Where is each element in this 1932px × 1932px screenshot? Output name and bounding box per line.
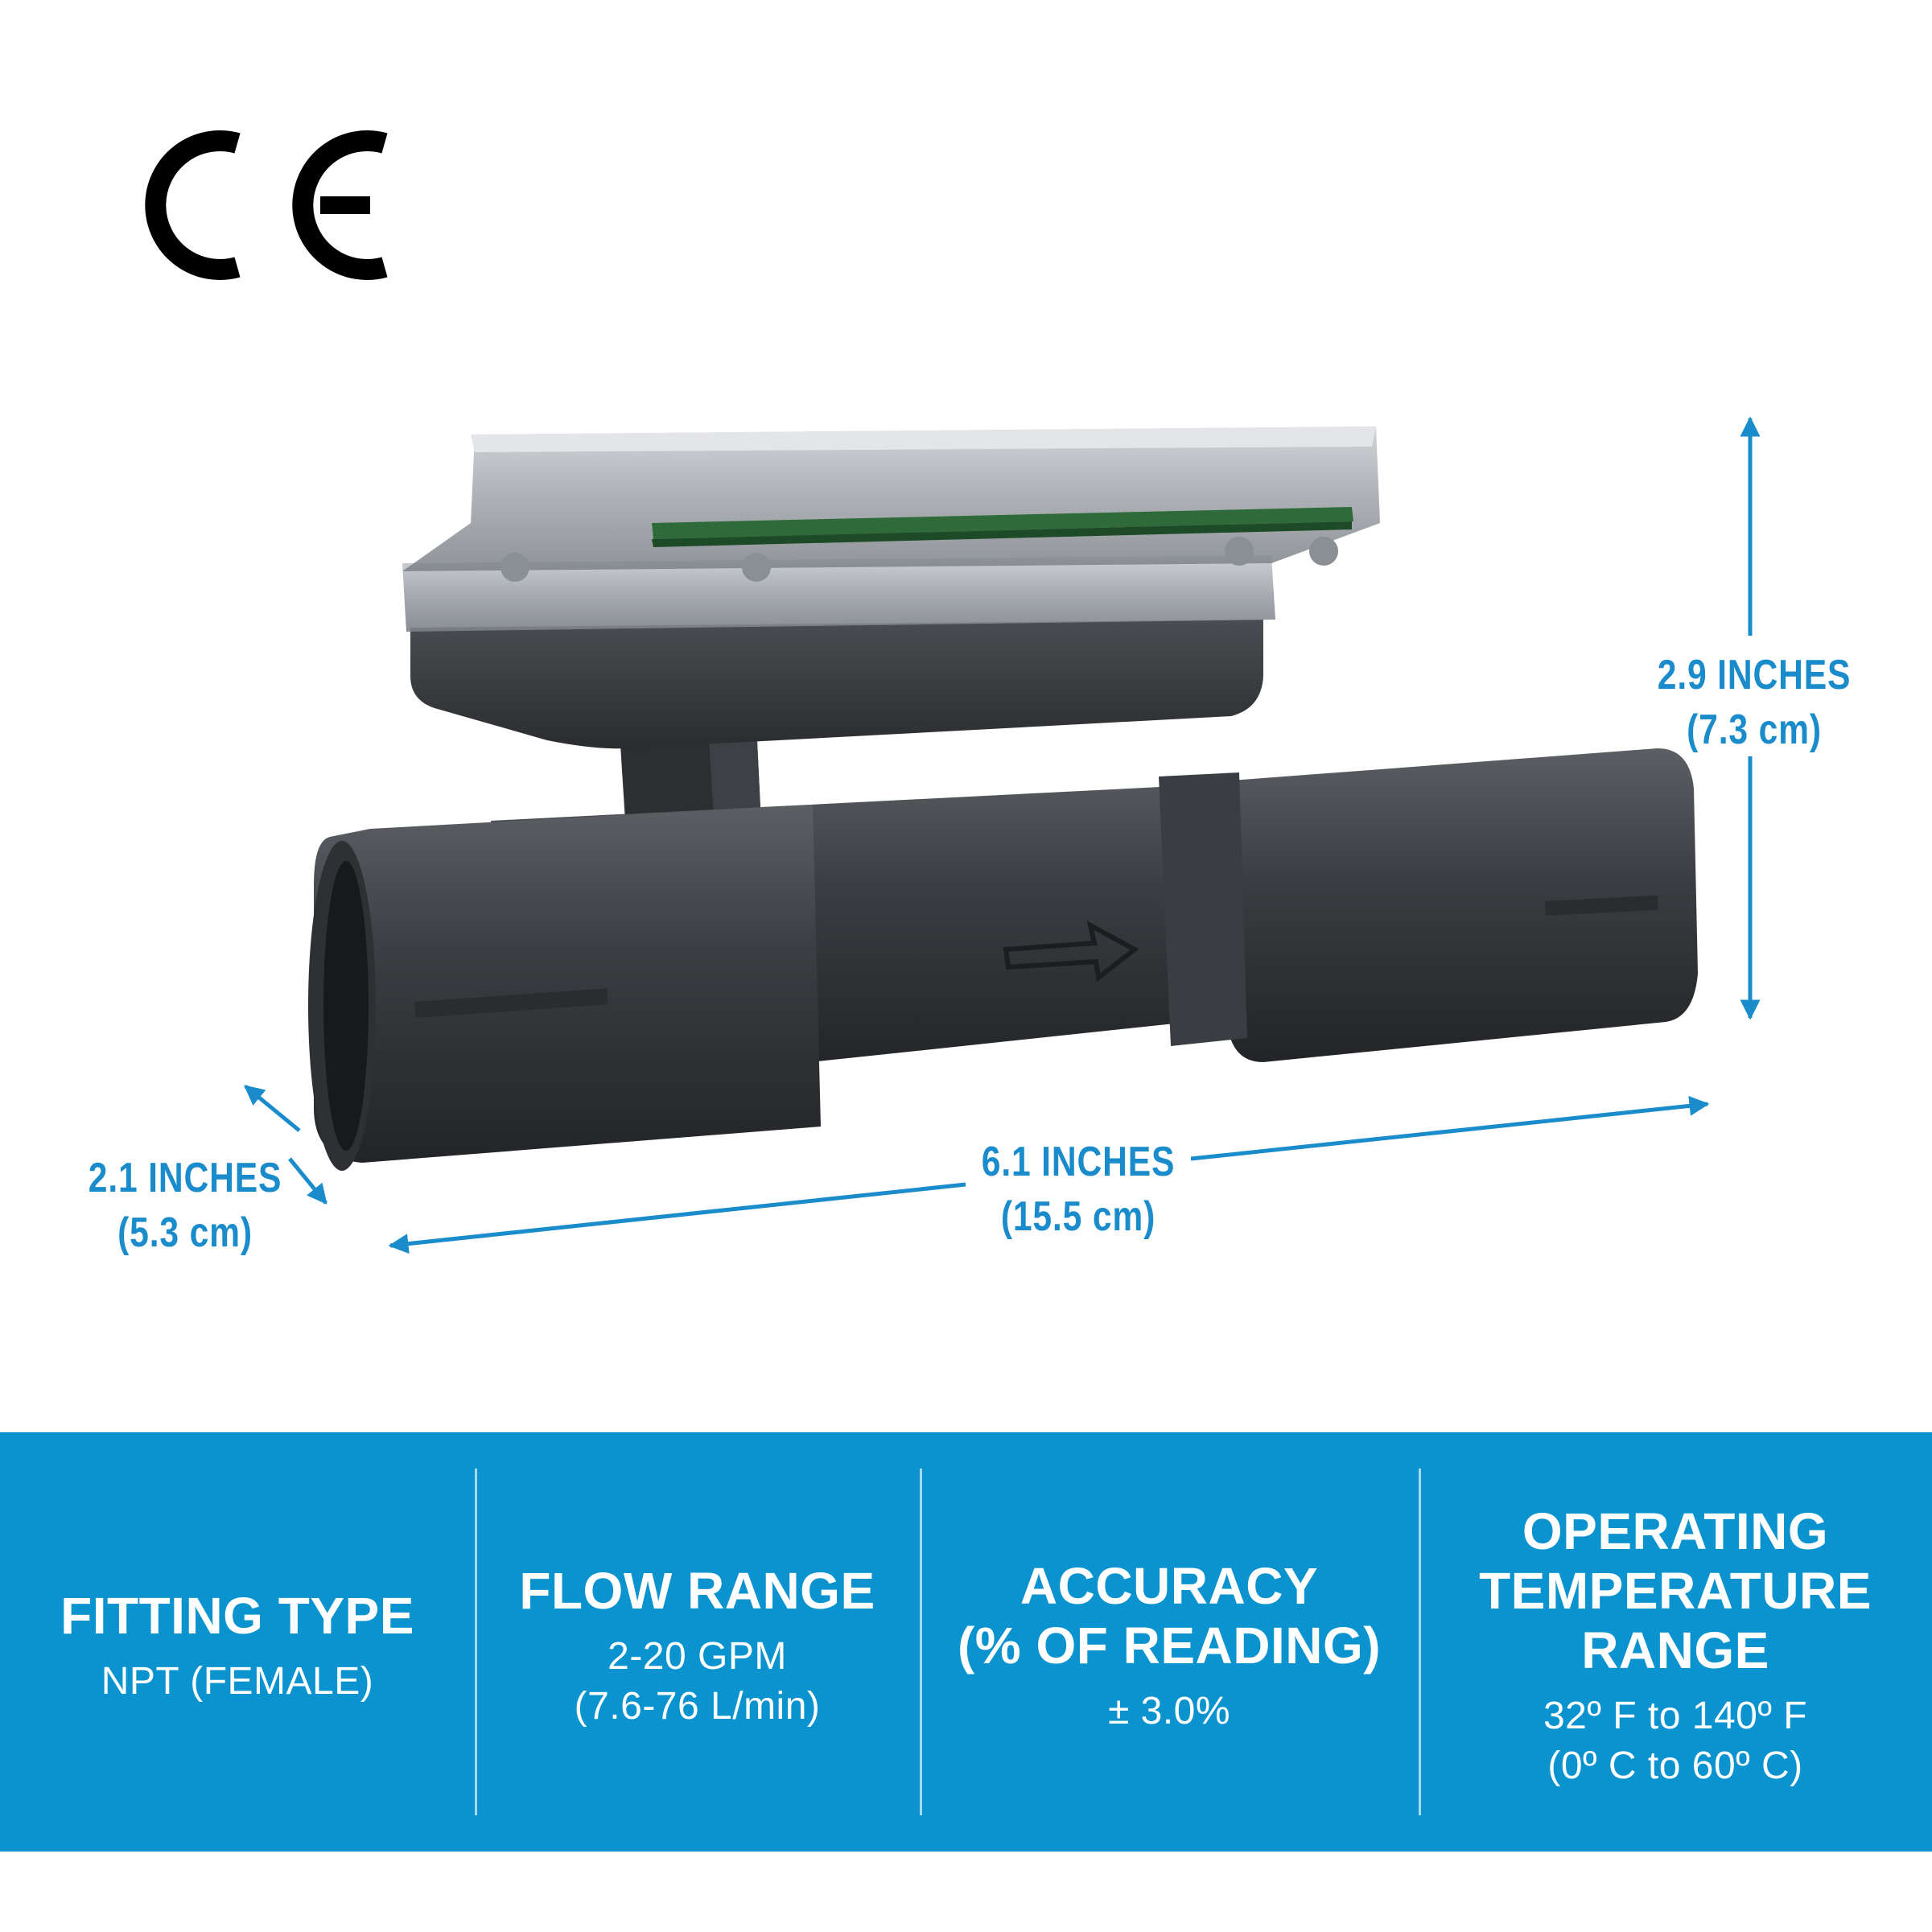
width-inches: 2.1 INCHES: [88, 1155, 282, 1201]
height-dimension-label: 2.9 INCHES (7.3 cm): [1642, 648, 1867, 757]
spec-title: ACCURACY (% OF READING): [958, 1556, 1381, 1675]
spec-value-line: (0º C to 60º C): [1547, 1744, 1803, 1787]
spec-title: OPERATING TEMPERATURE RANGE: [1479, 1502, 1872, 1680]
spec-value: 32º F to 140º F (0º C to 60º C): [1543, 1691, 1807, 1791]
spec-title: FITTING TYPE: [60, 1586, 414, 1646]
spec-title: FLOW RANGE: [519, 1561, 875, 1621]
spec-value-line: (7.6-76 L/min): [574, 1684, 821, 1728]
spec-value-line: ± 3.0%: [1107, 1689, 1231, 1732]
spec-title-line: TEMPERATURE: [1479, 1561, 1872, 1620]
spec-title-line: RANGE: [1581, 1621, 1769, 1679]
width-cm: (5.3 cm): [117, 1209, 253, 1256]
length-cm: (15.5 cm): [1000, 1193, 1156, 1240]
spec-accuracy: ACCURACY (% OF READING) ± 3.0%: [920, 1432, 1419, 1852]
spec-band: FITTING TYPE NPT (FEMALE) FLOW RANGE 2-2…: [0, 1432, 1932, 1852]
length-inches: 6.1 INCHES: [981, 1139, 1176, 1185]
spec-value-line: NPT (FEMALE): [101, 1659, 374, 1703]
height-cm: (7.3 cm): [1687, 706, 1822, 753]
spec-value: NPT (FEMALE): [101, 1657, 373, 1707]
spec-title-line: ACCURACY: [1020, 1556, 1319, 1615]
spec-fitting-type: FITTING TYPE NPT (FEMALE): [0, 1432, 475, 1852]
length-dimension-label: 6.1 INCHES (15.5 cm): [966, 1135, 1191, 1244]
spec-value: ± 3.0%: [1108, 1687, 1230, 1736]
spec-title-line: OPERATING: [1522, 1502, 1829, 1560]
flow-meter-image: [308, 426, 1698, 1171]
height-inches: 2.9 INCHES: [1657, 652, 1852, 698]
spec-flow-range: FLOW RANGE 2-20 GPM (7.6-76 L/min): [475, 1432, 920, 1852]
width-dimension-label: 2.1 INCHES (5.3 cm): [86, 1151, 284, 1260]
spec-value: 2-20 GPM (7.6-76 L/min): [575, 1632, 821, 1732]
spec-title-line: FLOW RANGE: [519, 1561, 875, 1620]
spec-title-line: FITTING TYPE: [60, 1586, 414, 1645]
spec-title-line: (% OF READING): [957, 1616, 1382, 1675]
spec-operating-temperature: OPERATING TEMPERATURE RANGE 32º F to 140…: [1419, 1432, 1932, 1852]
spec-value-line: 2-20 GPM: [608, 1634, 787, 1678]
ce-mark-logo: [145, 130, 388, 280]
dimension-arrows: [244, 416, 1761, 1254]
spec-value-line: 32º F to 140º F: [1543, 1694, 1808, 1737]
